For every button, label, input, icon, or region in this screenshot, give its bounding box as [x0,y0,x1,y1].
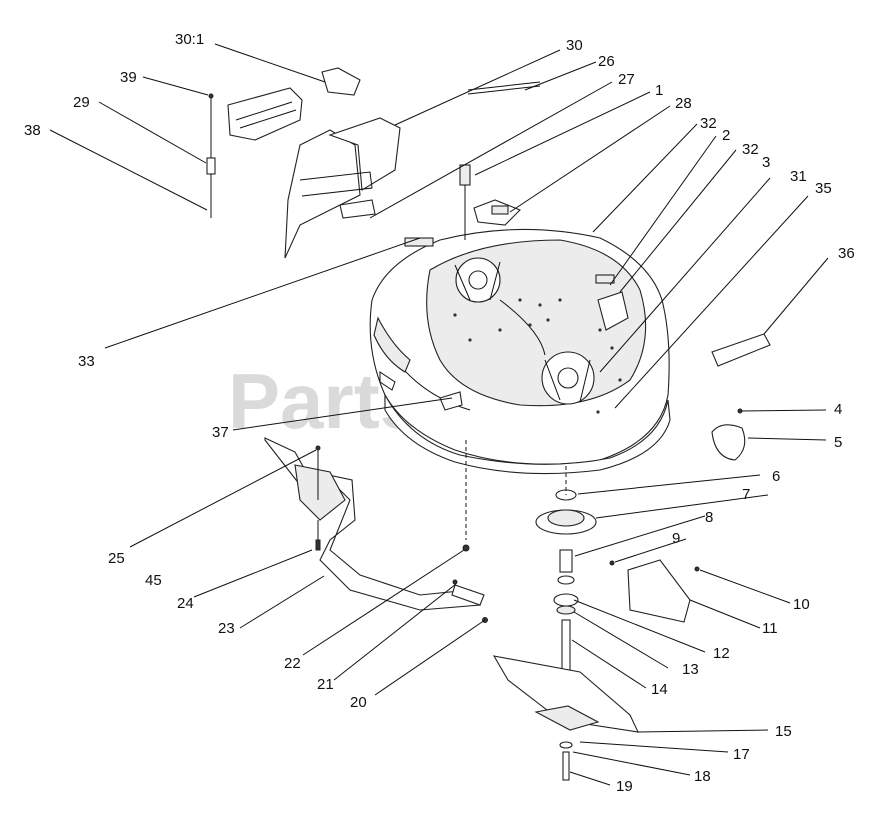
callout-11: 11 [762,620,778,637]
callout-31: 31 [790,168,807,185]
callout-18: 18 [694,768,711,785]
callout-36: 36 [838,245,855,262]
callout-23: 23 [218,620,235,637]
callout-26: 26 [598,53,615,70]
callout-20: 20 [350,694,367,711]
callout-21: 21 [317,676,334,693]
callout-5: 5 [834,434,842,451]
callout-32-a: 32 [700,115,717,132]
callout-30: 30 [566,37,583,54]
discharge-chute [206,67,541,259]
callout-38: 38 [24,122,41,139]
callout-7: 7 [742,486,750,503]
spindle-assembly [451,333,771,781]
callout-labels: 30:1 30 26 27 1 28 39 29 38 32 2 32 3 31… [24,31,855,795]
callout-35: 35 [815,180,832,197]
baffle [264,391,481,611]
callout-1: 1 [655,82,663,99]
callout-37: 37 [212,424,229,441]
callout-15: 15 [775,723,792,740]
callout-24: 24 [177,595,194,612]
deck-housing [369,228,671,475]
callout-14: 14 [651,681,668,698]
callout-12: 12 [713,645,730,662]
leader-lines [49,43,829,786]
callout-4: 4 [834,401,842,418]
callout-32-b: 32 [742,141,759,158]
callout-28: 28 [675,95,692,112]
callout-10: 10 [793,596,810,613]
callout-9: 9 [672,530,680,547]
callout-33: 33 [78,353,95,370]
callout-25: 25 [108,550,125,567]
callout-45: 45 [145,572,162,589]
callout-27: 27 [618,71,635,88]
callout-22: 22 [284,655,301,672]
callout-19: 19 [616,778,633,795]
callout-3: 3 [762,154,770,171]
callout-39: 39 [120,69,137,86]
callout-13: 13 [682,661,699,678]
callout-2: 2 [722,127,730,144]
callout-30-1: 30:1 [175,31,204,48]
callout-6: 6 [772,468,780,485]
callout-29: 29 [73,94,90,111]
callout-8: 8 [705,509,713,526]
callout-17: 17 [733,746,750,763]
